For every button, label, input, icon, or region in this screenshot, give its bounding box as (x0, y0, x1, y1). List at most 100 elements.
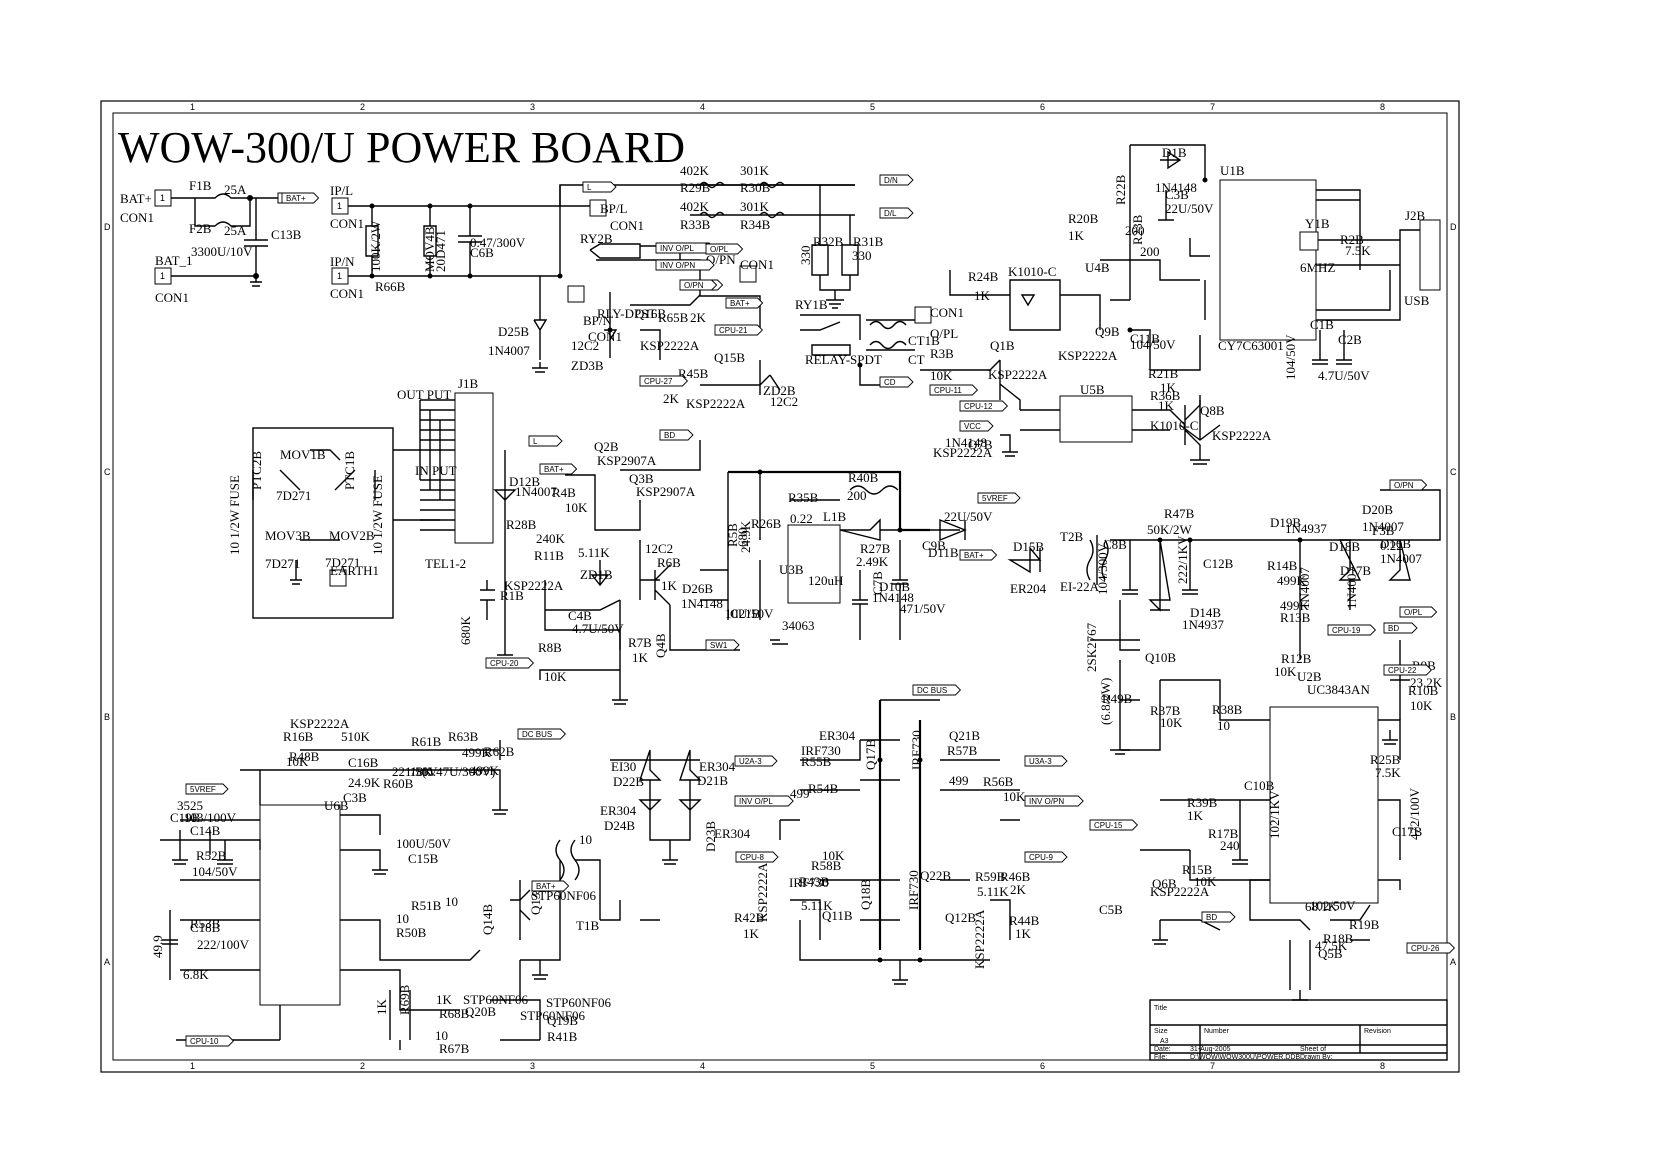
component-label: Q21B (949, 728, 980, 743)
component-label: 6.8K (183, 967, 209, 982)
net-label-outline (734, 795, 794, 807)
net-label-outline (655, 259, 715, 271)
border-row-marker: D (1450, 222, 1457, 232)
net-label-text: CPU-20 (490, 659, 519, 668)
component-label: R22B (1113, 174, 1128, 205)
component-label: D21B (697, 773, 728, 788)
net-label-outline (1024, 851, 1068, 863)
net-label-text: INV O/PN (1029, 797, 1064, 806)
net-label-outline (528, 435, 563, 447)
component-label: R10B (1408, 683, 1439, 698)
component-label: R67B (439, 1041, 470, 1056)
net-label-flag: BAT+ (531, 880, 570, 892)
component-label: 1N4148 (872, 590, 914, 605)
component-label: IRF730 (906, 870, 921, 910)
border-column-marker: 1 (190, 1061, 195, 1071)
component-label: R62B (484, 744, 515, 759)
component-label: R33B (680, 217, 711, 232)
component-label: R25B (1370, 752, 1401, 767)
component-label: 1N4007 (1380, 551, 1422, 566)
component-label: C13B (271, 227, 302, 242)
component-label: CON1 (610, 218, 644, 233)
component-label: IP/N (330, 254, 355, 269)
component-label: R43B (799, 874, 830, 889)
border-column-marker: 4 (700, 102, 705, 112)
net-label-flag: CPU-10 (185, 1035, 235, 1047)
component-label: MOV3B (265, 528, 311, 543)
component-label: 1N4148 (945, 435, 987, 450)
component-label: 0.47/300V (470, 235, 526, 250)
component-label: 1N4007 (1297, 567, 1312, 609)
component-label: R30B (740, 180, 771, 195)
component-label: CON1 (120, 210, 154, 225)
component-label: STP60NF06 (546, 995, 612, 1010)
component-label: KSP2222A (1058, 348, 1118, 363)
component-label: 6MHZ (1300, 260, 1335, 275)
component-label: R18B (1323, 931, 1354, 946)
component-label: ZD1B (580, 567, 613, 582)
component-label: D12B (509, 474, 540, 489)
component-label: C21B (730, 606, 761, 621)
title-block-number-label: Number (1204, 1028, 1230, 1035)
net-label-flag: 5VREF (185, 783, 229, 795)
border-column-marker: 8 (1380, 102, 1385, 112)
component-label: C19B (170, 810, 201, 825)
component-label: STP60NF06 (520, 1008, 586, 1023)
outer-frame (100, 100, 1460, 1073)
component-label: K1010-C (1150, 418, 1198, 433)
component-label: R52B (196, 848, 227, 863)
net-label-flag: CPU-21 (714, 324, 764, 336)
net-label-text: INV O/PL (739, 797, 773, 806)
component-label: CON1 (740, 257, 774, 272)
component-label: 10 (1217, 718, 1230, 733)
component-label: J1B (458, 376, 479, 391)
u3b-converter-section (700, 469, 967, 645)
component-label: 103/100V (184, 810, 237, 825)
net-label-flag: 5VREF (977, 492, 1021, 504)
component-label: ER204 (1010, 581, 1047, 596)
net-label-outline (959, 400, 1009, 412)
component-label: 47.5K (1315, 938, 1348, 953)
component-label: R27B (860, 541, 891, 556)
component-label: 10 1/2W FUSE (227, 475, 242, 555)
component-label: CT1B (908, 333, 940, 348)
component-label: RY2B (580, 231, 613, 246)
component-label: 1N4937 (1182, 617, 1224, 632)
component-label: R4B (552, 485, 576, 500)
component-label: 49.9 (150, 935, 165, 958)
net-label-flag: BD (1383, 622, 1418, 634)
net-label-outline (734, 755, 778, 767)
net-label-flag: CPU-12 (959, 400, 1009, 412)
component-label: R46B (1000, 869, 1031, 884)
component-label: 2.49K (856, 554, 889, 569)
net-label-outline (185, 783, 229, 795)
component-label: MOV1B (280, 447, 326, 462)
ac-input-section: 1 1 (331, 184, 855, 285)
component-label: R48B (289, 749, 320, 764)
component-label: 20D471 (433, 230, 448, 272)
component-label: 1K (436, 992, 453, 1007)
component-label: R23B (1130, 214, 1145, 245)
net-label-text: D/L (884, 209, 897, 218)
component-label: 240 (1220, 838, 1240, 853)
net-label-text: BAT+ (286, 194, 306, 203)
component-label: Q20B (465, 1004, 496, 1019)
component-label: T2B (1060, 529, 1083, 544)
component-label: D17B (1340, 563, 1371, 578)
component-label: R3B (930, 346, 954, 361)
svg-text:1: 1 (337, 271, 342, 281)
component-label: R65B (658, 310, 689, 325)
component-label: 1K (1187, 808, 1204, 823)
component-label: 221/50V (392, 764, 438, 779)
net-label-text: BAT+ (964, 551, 984, 560)
svg-text:1: 1 (337, 201, 342, 211)
component-label: R24B (968, 269, 999, 284)
net-label-flag: O/PN (1389, 479, 1428, 491)
component-label: 1N4007 (488, 343, 530, 358)
inner-frame (112, 112, 1448, 1061)
component-label: 5.11K (578, 545, 610, 560)
net-label-flag: D/N (879, 174, 914, 186)
component-label: C9B (922, 538, 946, 553)
component-label: 7.5K (1345, 243, 1371, 258)
component-label: 1K (1158, 398, 1175, 413)
